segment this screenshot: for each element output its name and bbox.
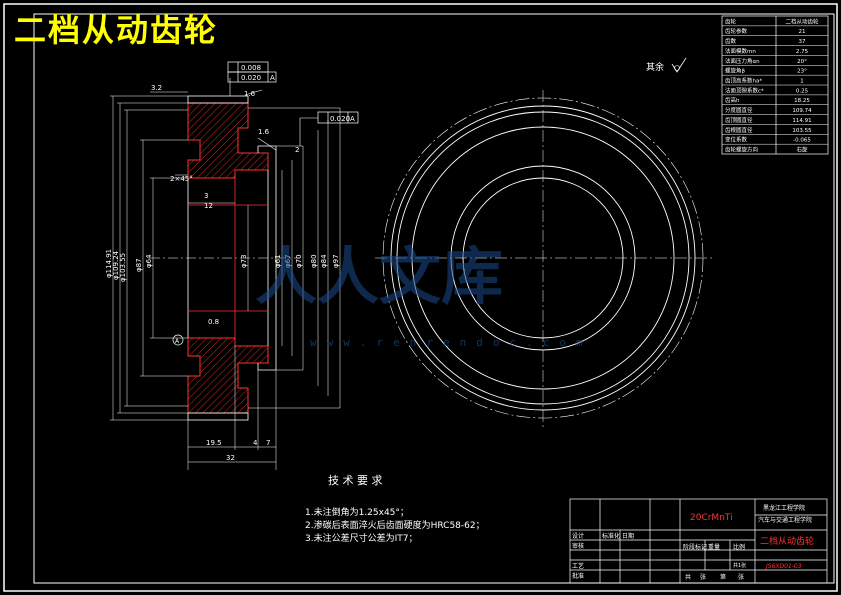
watermark-url: www.renrendoc.com bbox=[310, 336, 593, 349]
param-value: 103.55 bbox=[792, 128, 812, 134]
page-title: 二档从动齿轮 bbox=[14, 11, 219, 49]
tb-part-name: 二档从动齿轮 bbox=[760, 535, 814, 547]
tb-material: 20CrMnTi bbox=[690, 513, 733, 523]
param-name: 螺旋角β bbox=[725, 67, 746, 75]
rough-3-2: 3.2 bbox=[151, 84, 162, 92]
dim-3: 3 bbox=[204, 192, 208, 200]
param-value: 23° bbox=[797, 69, 807, 75]
section-view bbox=[110, 78, 341, 470]
tb-craft: 工艺 bbox=[572, 562, 584, 570]
dim-12: 12 bbox=[204, 202, 213, 210]
param-value: -0.065 bbox=[793, 138, 811, 144]
param-name: 齿轮 bbox=[725, 17, 737, 25]
dim-phi97: φ97 bbox=[332, 254, 340, 268]
dim-7: 7 bbox=[266, 439, 270, 447]
upper-hatch bbox=[187, 102, 269, 179]
param-value: 114.91 bbox=[792, 118, 811, 124]
dim-phi61: φ61 bbox=[274, 254, 282, 268]
param-name: 齿顶圆直径 bbox=[725, 116, 753, 124]
tb-sig-1: 共 bbox=[685, 573, 691, 581]
tb-date: 日期 bbox=[622, 532, 634, 540]
dim-phi80: φ80 bbox=[310, 254, 318, 268]
param-name: 齿顶高系数ha* bbox=[725, 77, 762, 85]
dim-32: 32 bbox=[226, 454, 235, 462]
tech-req-item-1: 1.未注倒角为1.25x45°； bbox=[305, 506, 409, 518]
rough-1-6a: 1.6 bbox=[244, 90, 256, 98]
param-value: 0.25 bbox=[796, 88, 809, 94]
tb-scale: 比例 bbox=[733, 543, 745, 551]
param-value: 37 bbox=[799, 39, 806, 45]
rough-1-6b: 1.6 bbox=[258, 128, 270, 136]
dim-phi109: φ109.24 bbox=[112, 250, 120, 280]
param-name: 分度圆直径 bbox=[725, 106, 753, 114]
dim-phi64: φ64 bbox=[145, 254, 153, 268]
inner-frame bbox=[33, 13, 835, 584]
tol-runout-2: 0.020 bbox=[241, 74, 261, 82]
dim-phi73: φ73 bbox=[240, 254, 248, 268]
outer-frame bbox=[3, 3, 838, 592]
tb-sig-2: 张 bbox=[700, 573, 706, 581]
tolerance-frames bbox=[227, 61, 359, 124]
param-value: 二档从动齿轮 bbox=[785, 17, 819, 25]
param-name: 法面顶隙系数c* bbox=[725, 86, 764, 94]
datum-a-label: A bbox=[175, 338, 180, 345]
tech-req-item-2: 2.渗碳后表面淬火后齿面硬度为HRC58-62； bbox=[305, 519, 485, 531]
dim-phi87: φ87 bbox=[135, 258, 143, 272]
param-name: 齿轮螺旋方向 bbox=[725, 146, 758, 154]
roughness-symbol-icon bbox=[671, 57, 687, 73]
tol-datum-a: A bbox=[270, 74, 275, 82]
tech-req-item-3: 3.未注公差尺寸公差为IT7； bbox=[305, 532, 417, 544]
title-block-grid bbox=[569, 498, 828, 584]
front-view bbox=[375, 90, 715, 428]
tb-std: 标准化 bbox=[602, 532, 620, 540]
param-name: 齿高h bbox=[725, 96, 740, 104]
param-value: 18.25 bbox=[794, 98, 810, 104]
tb-weight: 重量 bbox=[708, 543, 720, 551]
watermark-logo: 人人文库 bbox=[255, 240, 504, 313]
param-value: 1 bbox=[800, 79, 804, 85]
param-name: 齿数 bbox=[725, 37, 737, 45]
param-value: 2.75 bbox=[796, 49, 809, 55]
surface-note: 其余 bbox=[646, 61, 664, 73]
dim-19-5: 19.5 bbox=[206, 439, 222, 447]
tb-sig-3: 第 bbox=[720, 573, 726, 581]
dim-chamfer: 2×45° bbox=[170, 175, 193, 183]
tb-stage: 阶段标记 bbox=[683, 543, 707, 551]
tb-school-1: 黑龙江工程学院 bbox=[763, 504, 805, 512]
tb-drawing-no: JS6XD01-03 bbox=[765, 563, 802, 570]
dim-4: 4 bbox=[253, 439, 258, 447]
param-name: 变位系数 bbox=[725, 136, 748, 144]
dim-phi70: φ70 bbox=[295, 254, 303, 268]
tol-runout-3: 0.020 bbox=[330, 115, 350, 123]
tb-approve: 批准 bbox=[572, 572, 584, 580]
rough-0-8: 0.8 bbox=[208, 318, 219, 326]
tb-sheet: 共1张 bbox=[733, 562, 746, 569]
tb-sig-4: 张 bbox=[738, 573, 744, 581]
param-value: 109.74 bbox=[792, 108, 812, 114]
param-value: 21 bbox=[799, 29, 806, 35]
param-name: 齿轮参数 bbox=[725, 27, 748, 35]
param-name: 法面模数mn bbox=[725, 47, 756, 55]
dim-phi114: φ114.91 bbox=[105, 249, 113, 278]
tol-runout-1: 0.008 bbox=[241, 64, 261, 72]
dim-phi84: φ84 bbox=[320, 254, 328, 268]
dim-phi103: φ103.55 bbox=[119, 253, 127, 282]
lower-hatch bbox=[187, 337, 269, 414]
tol-datum-b: A bbox=[350, 115, 355, 123]
param-name: 齿根圆直径 bbox=[725, 126, 753, 134]
param-value: 右旋 bbox=[796, 146, 808, 154]
tb-school-2: 汽车与交通工程学院 bbox=[758, 516, 812, 524]
param-value: 20° bbox=[797, 59, 807, 65]
param-name: 法面压力角αn bbox=[725, 57, 760, 65]
dim-phi67: φ67 bbox=[284, 254, 292, 268]
tb-check: 审核 bbox=[572, 542, 584, 550]
dim-2: 2 bbox=[295, 146, 299, 154]
tb-design: 设计 bbox=[572, 532, 584, 540]
tech-req-heading: 技 术 要 求 bbox=[328, 474, 383, 487]
